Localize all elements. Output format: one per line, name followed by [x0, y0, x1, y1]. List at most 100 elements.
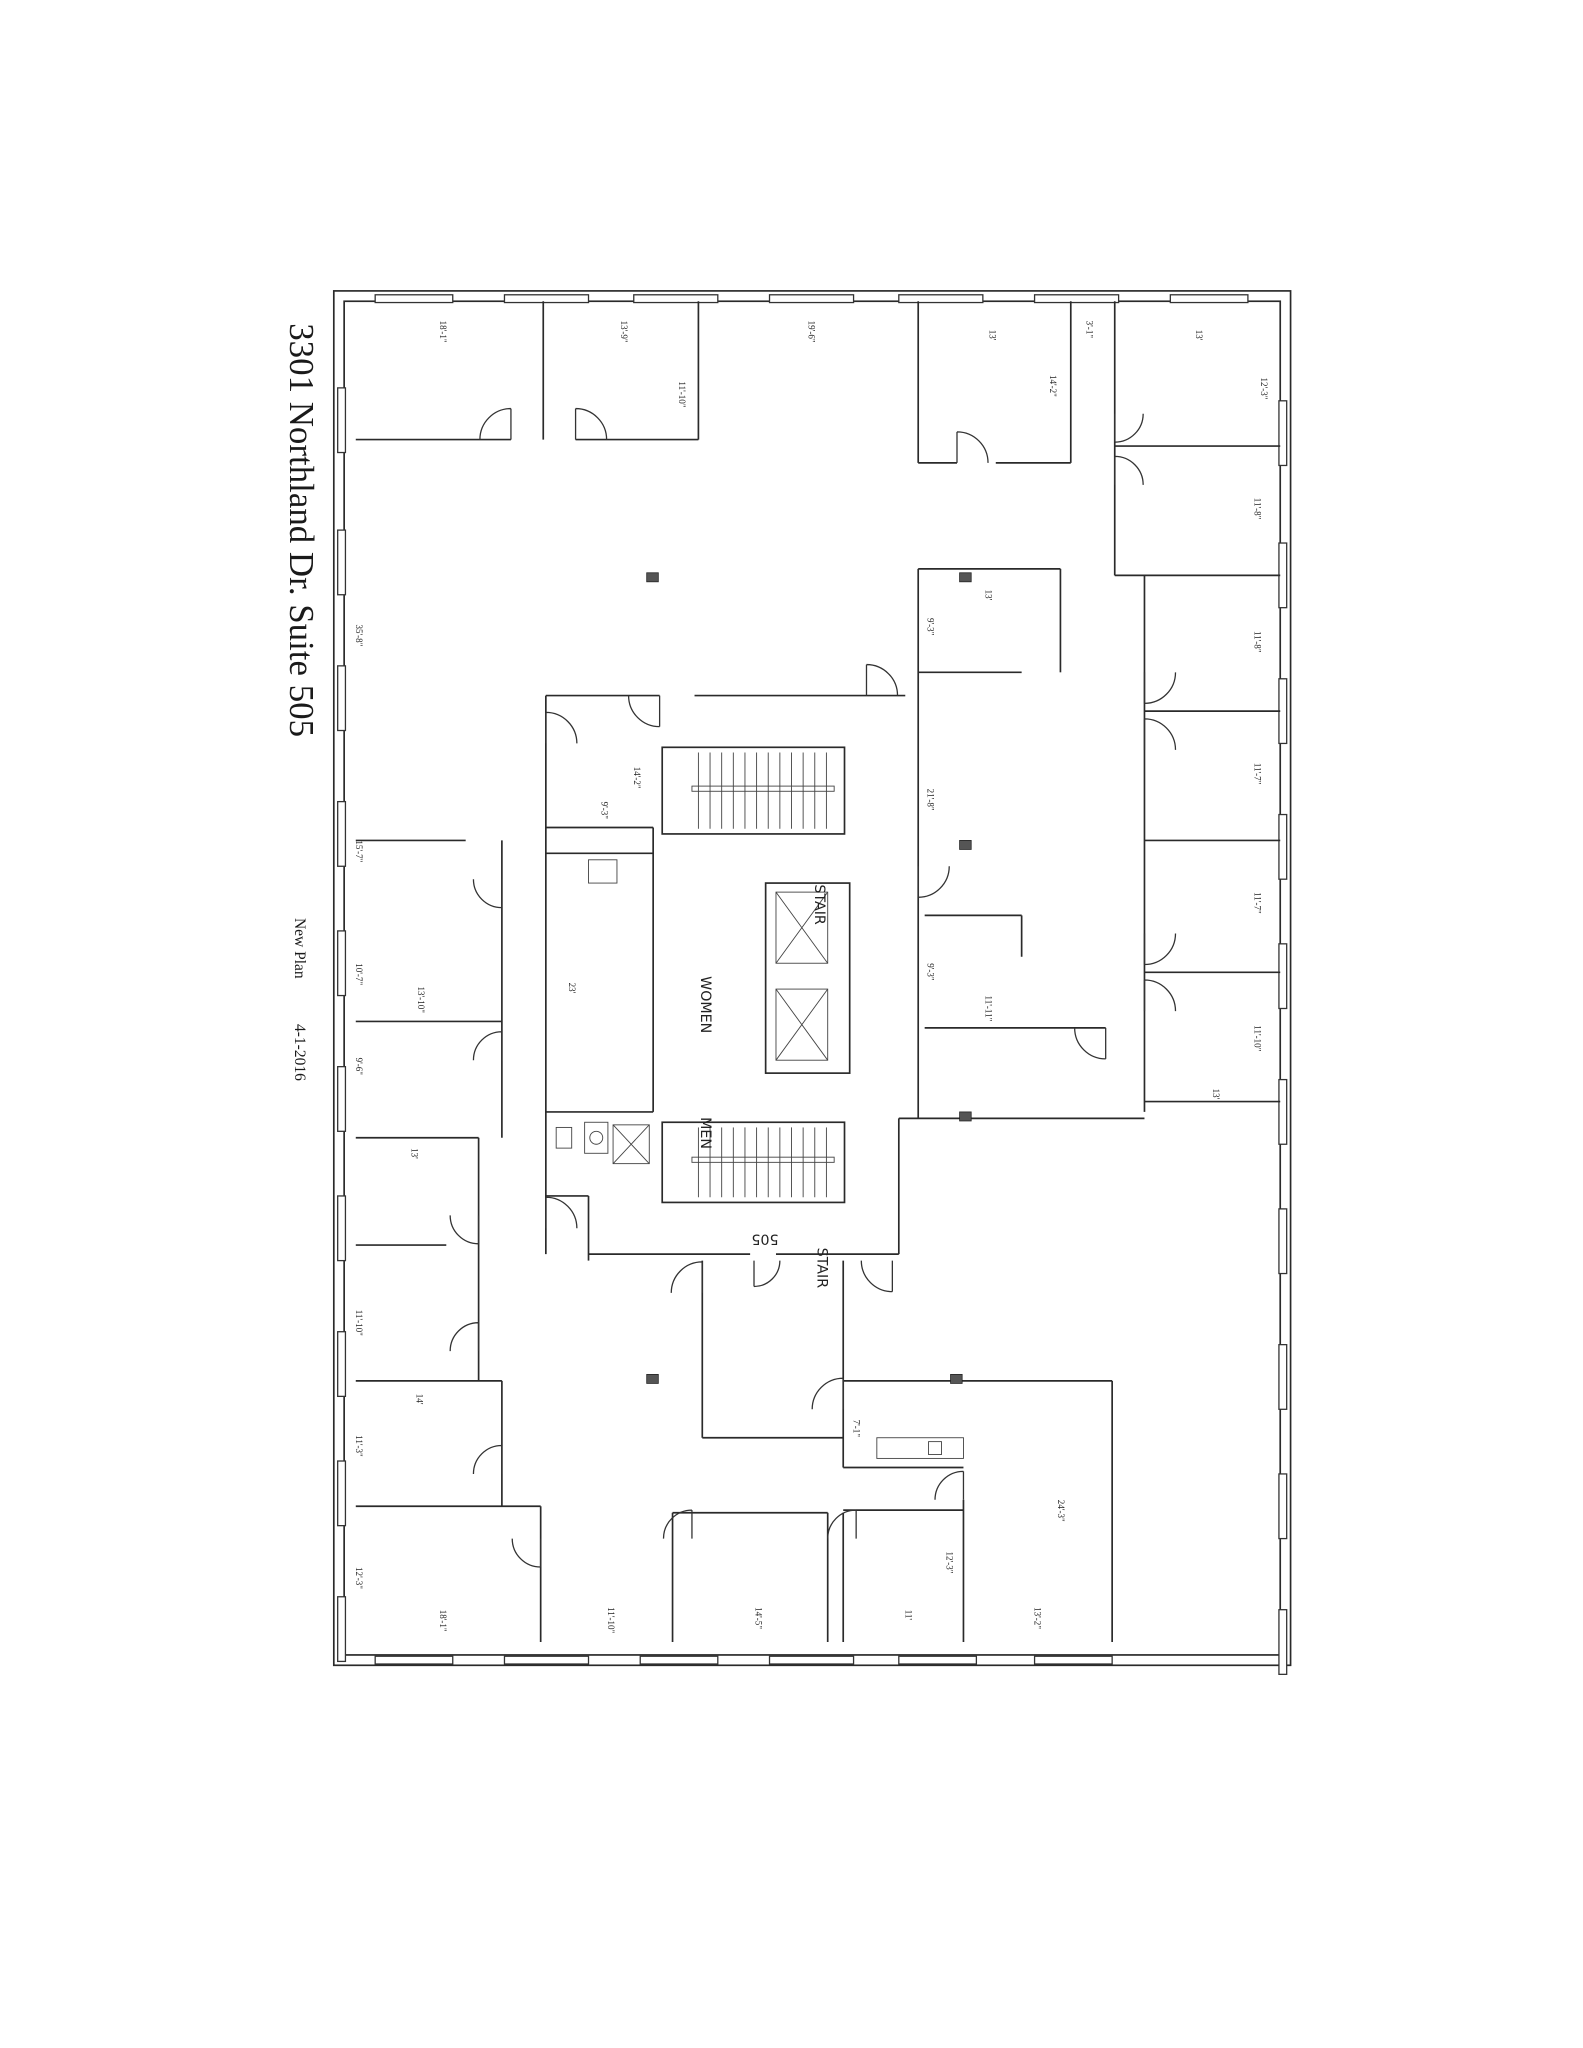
dimension-label: 10'-7"	[354, 963, 364, 985]
columns	[646, 572, 972, 1384]
windows	[337, 294, 1288, 1675]
window	[1278, 943, 1288, 1010]
door-swing	[472, 1444, 503, 1474]
door-swing	[1143, 718, 1177, 750]
door-swing	[449, 1322, 480, 1352]
structural-column	[959, 1111, 972, 1122]
elevator-shaft-2	[775, 988, 829, 1061]
structural-column	[959, 840, 972, 850]
door-swing	[865, 663, 899, 696]
dimension-label: 14'	[415, 1394, 425, 1405]
stair-rail	[691, 1156, 835, 1163]
window	[337, 1596, 347, 1663]
dimension-label: 12'-3"	[1259, 378, 1269, 400]
dimension-label: 13'	[983, 590, 993, 601]
dimension-label: 14'-5"	[753, 1607, 763, 1629]
dimension-label: 18'-1"	[438, 1610, 448, 1632]
dimension-labels: 18'-1"13'-9"11'-10"19'-6"13'14'-2"3'-1"1…	[354, 321, 1269, 1634]
dimension-label: 13'	[409, 1148, 419, 1159]
dimension-label: 9'-3"	[599, 802, 609, 820]
window	[337, 1195, 347, 1262]
door-swing	[627, 695, 661, 728]
door-swing	[827, 1509, 857, 1539]
door-swing	[934, 1470, 965, 1500]
door-swing	[511, 1538, 542, 1568]
doors	[449, 407, 1177, 1568]
dimension-label: 11'-7"	[1252, 763, 1262, 785]
label-suite-505: 505	[751, 1231, 778, 1247]
dimension-label: 23'	[567, 983, 577, 994]
dimension-label: 11'-7"	[1252, 892, 1262, 914]
shaft	[612, 1124, 650, 1165]
dimension-label: 11'-8"	[1252, 498, 1262, 520]
window	[898, 294, 984, 304]
dimension-label: 9'-6"	[354, 1058, 364, 1076]
dimension-label: 15'-7"	[354, 840, 364, 862]
dimension-label: 13'	[1194, 330, 1204, 341]
dimension-label: 9'-3"	[925, 618, 935, 636]
window	[768, 1655, 855, 1665]
label-stair-bottom: STAIR	[813, 1248, 829, 1289]
door-swing	[472, 1031, 503, 1061]
window	[768, 294, 855, 304]
window	[1169, 294, 1249, 304]
structural-column	[950, 1373, 963, 1384]
plan-date: 4-1-2016	[291, 1024, 308, 1081]
door-swing	[662, 1509, 693, 1539]
window	[374, 1655, 454, 1665]
window	[1033, 1655, 1113, 1665]
stair-north	[661, 746, 846, 835]
window	[337, 1066, 347, 1132]
door-swing	[1143, 672, 1177, 704]
door-swing	[1143, 979, 1177, 1012]
dimension-label: 9'-3"	[925, 963, 935, 981]
window	[337, 800, 347, 867]
window	[1278, 400, 1288, 467]
door-swing	[811, 1377, 844, 1410]
sink-icon	[555, 1126, 573, 1149]
dimension-label: 11'	[903, 1610, 913, 1621]
dimension-label: 11'-8"	[1252, 631, 1262, 653]
door-swing	[917, 866, 950, 898]
window	[337, 1460, 347, 1527]
counter	[876, 1437, 964, 1459]
window	[337, 1331, 347, 1398]
window	[1278, 1208, 1288, 1275]
dimension-label: 3'-1"	[1084, 321, 1094, 339]
title-block: 3301 Northland Dr. Suite 505 New Plan 4-…	[282, 323, 321, 1081]
structural-column	[646, 572, 659, 583]
door-swing	[545, 711, 578, 744]
door-swing	[1143, 933, 1177, 966]
window	[1278, 1473, 1288, 1540]
dimension-label: 11'-3"	[354, 1435, 364, 1457]
dimension-label: 11'-10"	[677, 381, 687, 407]
window	[1278, 1609, 1288, 1675]
dimension-label: 14'-2"	[632, 767, 642, 789]
door-swing	[1074, 1027, 1107, 1060]
elevator-shaft-1	[775, 891, 829, 964]
window	[639, 1655, 719, 1665]
dimension-label: 13'-2"	[1033, 1607, 1043, 1629]
exterior-walls	[332, 290, 1292, 1675]
door-swing	[860, 1260, 893, 1293]
door-swing	[449, 1215, 480, 1245]
window	[337, 529, 347, 596]
door-swing	[574, 407, 608, 440]
plan-name: New Plan	[291, 918, 308, 979]
window	[337, 387, 347, 454]
dimension-label: 35'-8"	[354, 624, 364, 646]
plan-title: 3301 Northland Dr. Suite 505	[282, 323, 321, 737]
window	[633, 294, 719, 304]
dimension-label: 13'-10"	[416, 987, 426, 1014]
door-swing	[479, 407, 512, 440]
window	[1033, 294, 1120, 304]
door-swing	[1114, 413, 1144, 443]
dimension-label: 11'-11"	[983, 996, 993, 1022]
dimension-label: 14'-2"	[1048, 375, 1058, 397]
dimension-label: 13'	[987, 330, 997, 341]
window	[1278, 1344, 1288, 1410]
window	[1278, 1078, 1288, 1145]
window	[374, 294, 454, 304]
dimension-label: 12'-3"	[354, 1567, 364, 1589]
